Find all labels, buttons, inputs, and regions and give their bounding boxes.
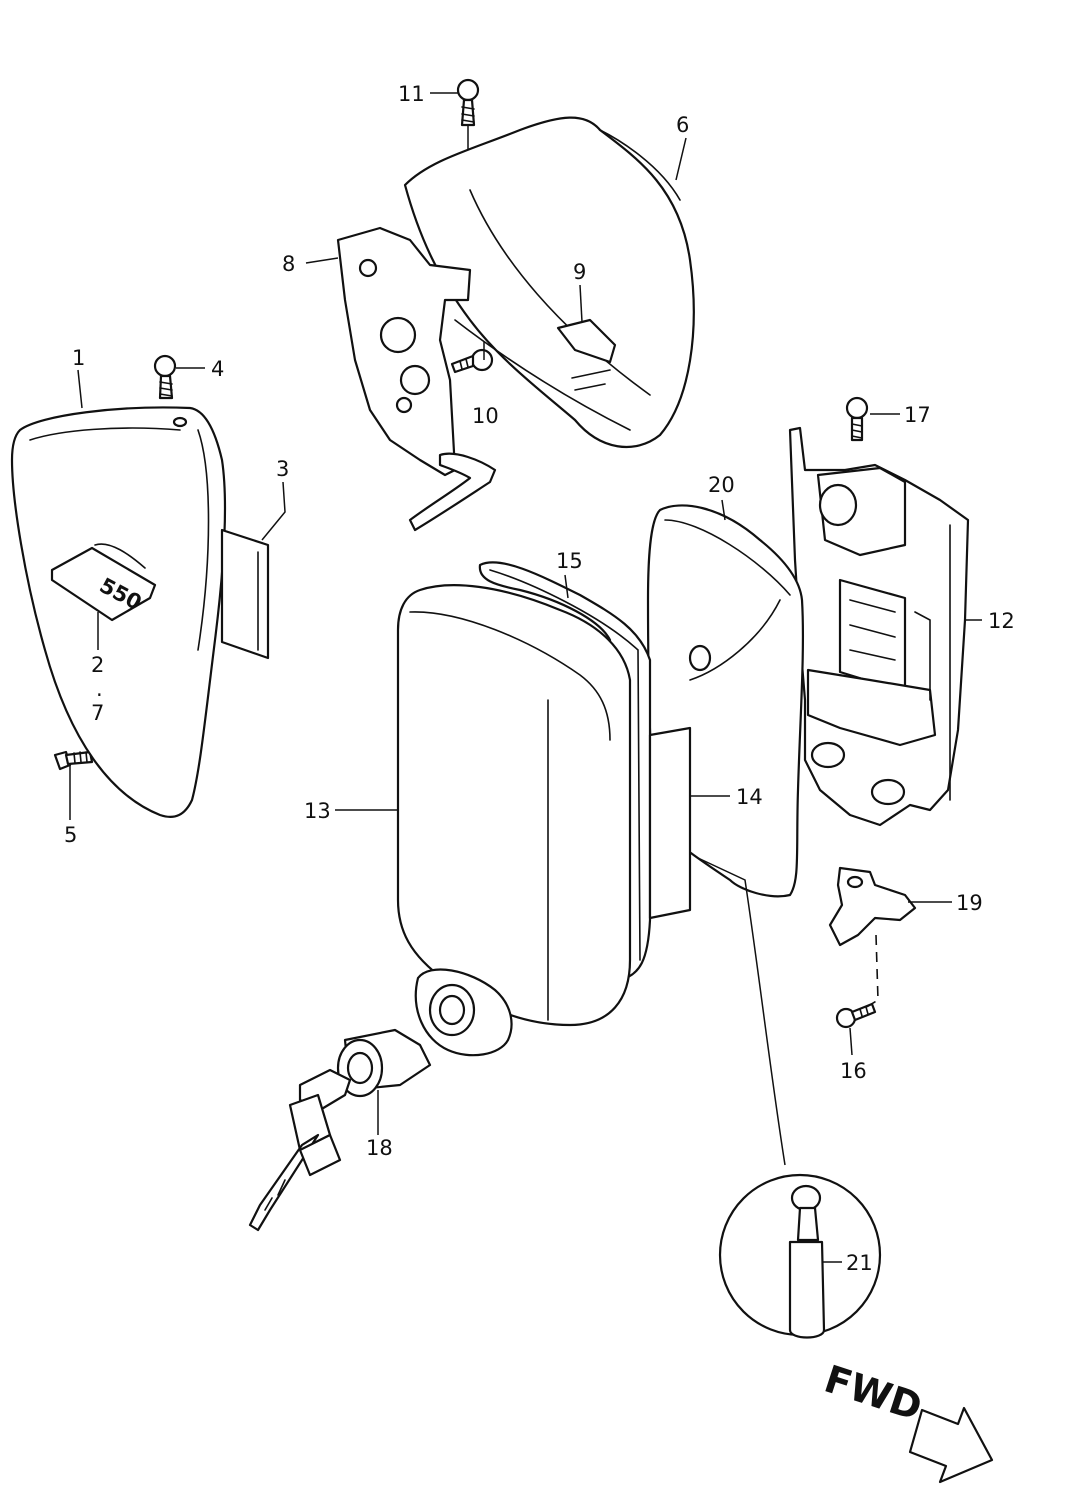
part-13-box [396, 584, 632, 1027]
label-20: 20 [708, 473, 735, 497]
part-9-clip [556, 318, 617, 391]
lock-housing [414, 968, 513, 1057]
label-11: 11 [398, 82, 425, 106]
label-17: 17 [904, 403, 931, 427]
label-19: 19 [956, 891, 983, 915]
label-16: 16 [840, 1059, 867, 1083]
label-14: 14 [736, 785, 763, 809]
part-19-clip [828, 866, 917, 947]
label-1: 1 [72, 346, 85, 370]
label-3: 3 [276, 457, 289, 481]
label-10: 10 [472, 404, 499, 428]
label-2: 2 [91, 653, 104, 677]
label-18: 18 [366, 1136, 393, 1160]
label-8: 8 [282, 252, 295, 276]
label-13: 13 [304, 799, 331, 823]
part-labels: 11 6 8 9 1 4 10 17 3 20 15 12 2 . 7 13 1… [64, 82, 1015, 1275]
fwd-text: FWD [819, 1357, 927, 1430]
part-14-pad [648, 726, 692, 920]
part-3-pad [220, 528, 270, 660]
label-21: 21 [846, 1251, 873, 1275]
part-12-rear-bracket [788, 426, 970, 827]
assembly-lines [69, 125, 879, 1166]
screw-10 [450, 348, 494, 374]
screw-11 [456, 78, 480, 127]
part-18-key-lock [248, 1028, 432, 1232]
part-2-emblem: 550 [50, 543, 157, 622]
label-12: 12 [988, 609, 1015, 633]
part-8-bracket [336, 226, 497, 532]
part-6-frame-cover [403, 116, 695, 449]
screw-17 [845, 396, 869, 442]
label-9: 9 [573, 260, 586, 284]
part-21-detail [718, 1173, 882, 1339]
label-15: 15 [556, 549, 583, 573]
label-6: 6 [676, 113, 689, 137]
screw-4 [153, 354, 177, 400]
forward-direction-indicator: FWD [819, 1357, 994, 1484]
label-5: 5 [64, 823, 77, 847]
label-dot: . [96, 677, 103, 701]
screw-16 [835, 1002, 877, 1029]
leader-lines [77, 92, 982, 1263]
label-4: 4 [211, 357, 224, 381]
screw-5 [53, 750, 94, 771]
label-7: 7 [91, 701, 104, 725]
arrow-right-icon [908, 1406, 994, 1484]
